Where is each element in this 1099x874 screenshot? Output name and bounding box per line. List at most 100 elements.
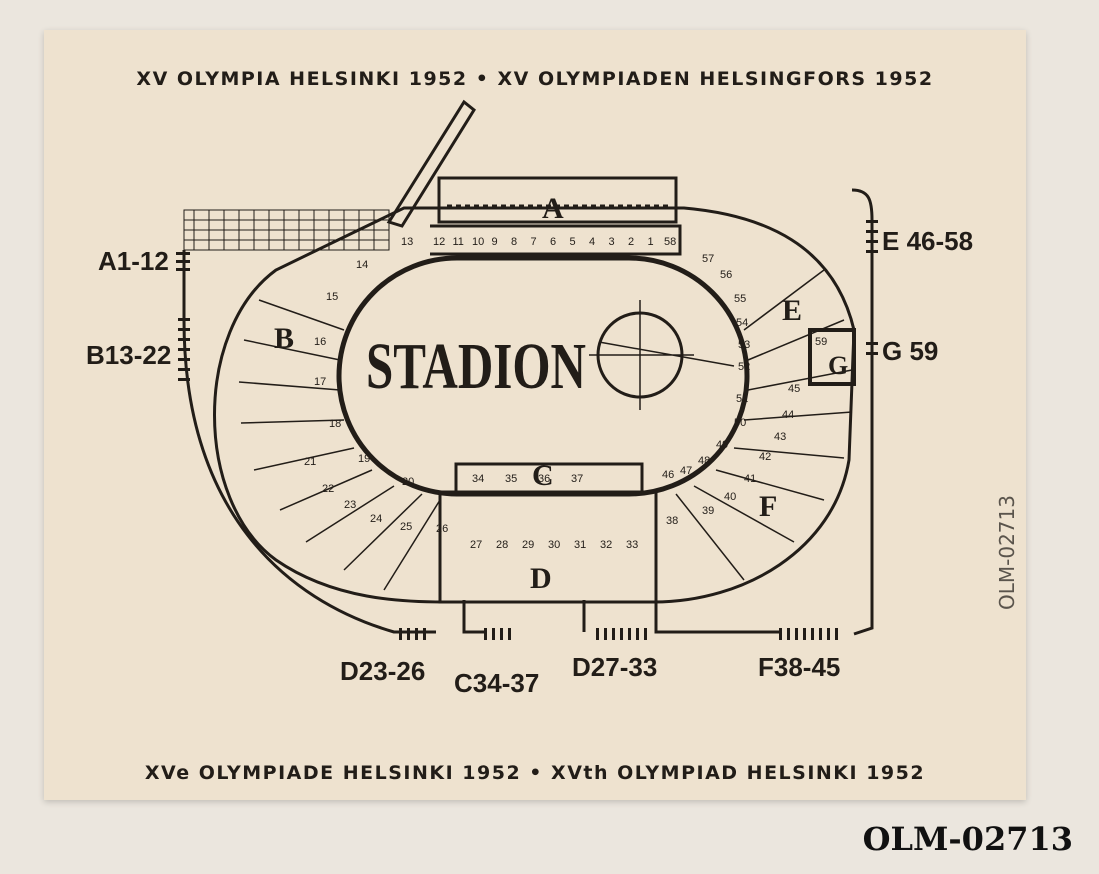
block-number-e: 57 bbox=[702, 253, 714, 265]
block-number-e: 53 bbox=[738, 339, 750, 351]
block-number-f: 42 bbox=[759, 451, 771, 463]
section-letter-c: C bbox=[532, 459, 554, 492]
block-number-a: 7 bbox=[531, 236, 537, 248]
block-number-e: 49 bbox=[716, 439, 728, 451]
section-g-box bbox=[808, 328, 856, 386]
block-number-a: 3 bbox=[609, 236, 615, 248]
block-number-e: 56 bbox=[720, 269, 732, 281]
block-number-c: 35 bbox=[505, 473, 517, 485]
block-number-b: 15 bbox=[326, 291, 338, 303]
block-number-e: 47 bbox=[680, 465, 692, 477]
block-number-f: 38 bbox=[666, 515, 678, 527]
section-letter-f: F bbox=[759, 490, 777, 523]
block-number-e: 48 bbox=[698, 455, 710, 467]
outer-path-east bbox=[851, 188, 874, 636]
block-number-a: 12 bbox=[433, 236, 445, 248]
block-number-b: 17 bbox=[314, 376, 326, 388]
catalog-id: OLM-02713 bbox=[862, 820, 1073, 858]
grandstand-a-blocks bbox=[430, 224, 682, 256]
block-number-a: 8 bbox=[511, 236, 517, 248]
gate-c-ticks bbox=[484, 628, 487, 640]
gate-b-ticks bbox=[178, 318, 190, 321]
header-bottom: XVe OLYMPIADE HELSINKI 1952 • XVth OLYMP… bbox=[144, 762, 926, 784]
block-number-c: 37 bbox=[571, 473, 583, 485]
block-number-f: 39 bbox=[702, 505, 714, 517]
stadium-tower bbox=[386, 99, 476, 228]
block-number-d: 32 bbox=[600, 539, 612, 551]
block-number-d: 28 bbox=[496, 539, 508, 551]
block-number-e: 46 bbox=[662, 469, 674, 481]
block-number-a: 9 bbox=[492, 236, 498, 248]
block-number-g: 59 bbox=[815, 336, 827, 348]
block-number-a: 2 bbox=[628, 236, 634, 248]
block-number-a: 5 bbox=[570, 236, 576, 248]
block-number-b: 14 bbox=[356, 259, 368, 271]
block-number-b: 16 bbox=[314, 336, 326, 348]
gate-d1-ticks bbox=[399, 628, 402, 640]
outer-stand-ring bbox=[213, 206, 856, 604]
block-number-a: 10 bbox=[472, 236, 484, 248]
gate-d2-ticks bbox=[596, 628, 599, 640]
section-d-box bbox=[438, 490, 658, 604]
block-number-e: 50 bbox=[734, 417, 746, 429]
block-number-f: 43 bbox=[774, 431, 786, 443]
block-number-e: 52 bbox=[738, 361, 750, 373]
outer-path-f bbox=[654, 590, 779, 634]
block-number-a: 1 bbox=[648, 236, 654, 248]
block-number-f: 41 bbox=[744, 473, 756, 485]
handwritten-number: OLM-02713 bbox=[995, 495, 1019, 610]
outer-path-west bbox=[182, 250, 436, 634]
block-number-b: 23 bbox=[344, 499, 356, 511]
block-number-e: 55 bbox=[734, 293, 746, 305]
block-number-c: 36 bbox=[538, 473, 550, 485]
ticket-paper: XV OLYMPIA HELSINKI 1952 • XV OLYMPIADEN… bbox=[44, 30, 1026, 800]
gate-label-c: C34-37 bbox=[454, 668, 539, 698]
gate-f-ticks bbox=[779, 628, 782, 640]
section-letter-e: E bbox=[782, 294, 802, 327]
block-number-b: 20 bbox=[402, 476, 414, 488]
block-number-b: 22 bbox=[322, 483, 334, 495]
gate-label-g: G 59 bbox=[882, 336, 938, 366]
block-number-d: 31 bbox=[574, 539, 586, 551]
block-number-b: 21 bbox=[304, 456, 316, 468]
block-number-f: 44 bbox=[782, 409, 794, 421]
lattice-structure bbox=[183, 209, 390, 251]
block-number-c: 34 bbox=[472, 473, 484, 485]
gate-label-a: A1-12 bbox=[98, 246, 169, 276]
block-number-b: 13 bbox=[401, 236, 413, 248]
grandstand-a-roof bbox=[437, 176, 678, 224]
block-number-b: 24 bbox=[370, 513, 382, 525]
header-top: XV OLYMPIA HELSINKI 1952 • XV OLYMPIADEN… bbox=[136, 68, 934, 90]
block-number-a: 4 bbox=[589, 236, 595, 248]
block-number-f: 40 bbox=[724, 491, 736, 503]
block-number-e: 51 bbox=[736, 393, 748, 405]
block-number-f: 45 bbox=[788, 383, 800, 395]
block-number-a: 11 bbox=[453, 236, 464, 248]
block-number-b: 26 bbox=[436, 523, 448, 535]
gate-label-e: E 46-58 bbox=[882, 226, 973, 256]
running-track bbox=[336, 255, 750, 497]
gate-g-ticks bbox=[866, 342, 878, 345]
gate-label-d1: D23-26 bbox=[340, 656, 425, 686]
gate-a-ticks bbox=[176, 252, 190, 255]
block-number-e: 54 bbox=[736, 317, 748, 329]
section-letter-g: G bbox=[828, 351, 848, 380]
block-number-d: 33 bbox=[626, 539, 638, 551]
field-crosshair bbox=[589, 300, 735, 410]
block-number-d: 30 bbox=[548, 539, 560, 551]
section-letter-b: B bbox=[274, 322, 294, 355]
stadium-map: STADION A B C D E F G A1-12 B13-22 E 46-… bbox=[86, 99, 1019, 698]
block-number-d: 27 bbox=[470, 539, 482, 551]
section-letter-d: D bbox=[530, 562, 552, 595]
block-number-d: 29 bbox=[522, 539, 534, 551]
gate-label-b: B13-22 bbox=[86, 340, 171, 370]
stadium-label: STADION bbox=[366, 330, 586, 403]
block-number-b: 19 bbox=[358, 453, 370, 465]
section-letter-a: A bbox=[542, 192, 564, 225]
block-number-b: 18 bbox=[329, 418, 341, 430]
outer-path-c bbox=[462, 600, 484, 634]
block-number-b: 25 bbox=[400, 521, 412, 533]
gate-e-ticks bbox=[866, 220, 878, 223]
gate-label-f: F38-45 bbox=[758, 652, 840, 682]
